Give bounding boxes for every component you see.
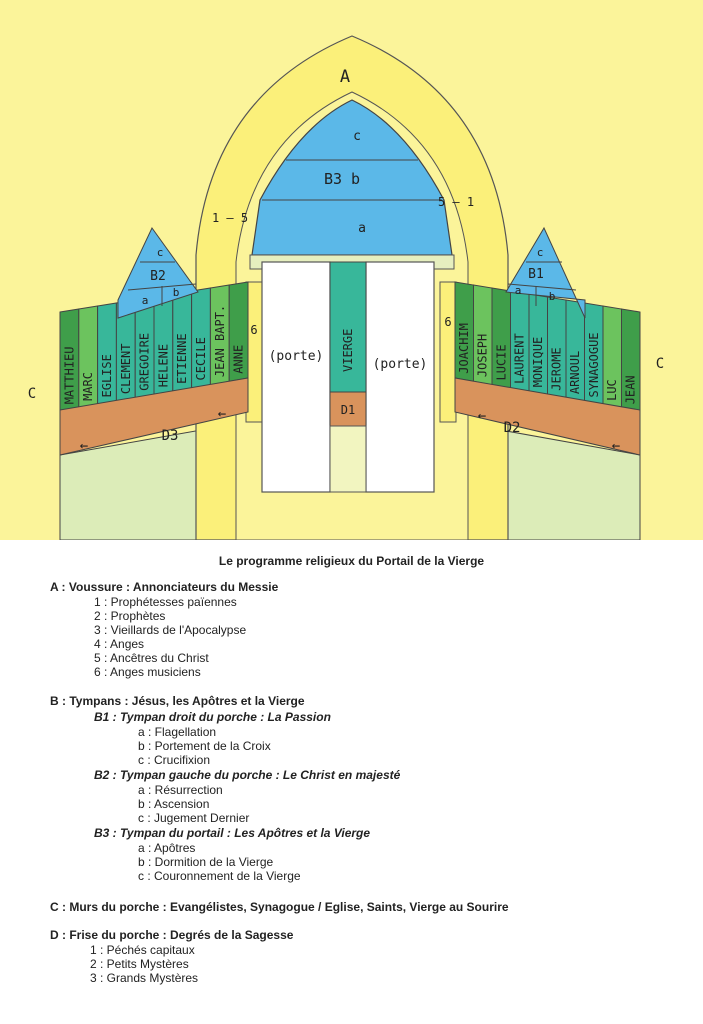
legend-b3-heading: B3 : Tympan du portail : Les Apôtres et … xyxy=(94,826,371,840)
wall-c-right-label: C xyxy=(656,356,664,372)
legend-b-heading: B : Tympans : Jésus, les Apôtres et la V… xyxy=(50,694,305,708)
legend-a-item: 3 : Vieillards de l'Apocalypse xyxy=(94,623,247,637)
tympan-b1-title: B1 xyxy=(528,267,544,282)
right-statue-wall: JOACHIM JOSEPH LUCIE LAURENT MONIQUE JEROME AR… xyxy=(454,281,641,413)
angels-six-left: 6 xyxy=(250,323,257,337)
legend-title: Le programme religieux du Portail de la … xyxy=(218,554,485,568)
angels-mark-right: 5 — 1 xyxy=(438,195,474,209)
legend: Le programme religieux du Portail de la … xyxy=(0,548,703,1018)
tympan-b2-b-label: b xyxy=(173,286,180,299)
tympan-b2-a-label: a xyxy=(142,294,149,307)
legend-d-heading: D : Frise du porche : Degrés de la Sages… xyxy=(50,928,294,942)
wall-c-left-label: C xyxy=(28,386,36,402)
legend-a-item: 5 : Ancêtres du Christ xyxy=(94,651,209,665)
angels-six-right: 6 xyxy=(444,315,451,329)
statue-name: JEAN BAPT. xyxy=(213,305,227,377)
legend-d-item: 2 : Petits Mystères xyxy=(90,957,189,971)
legend-d-item: 1 : Péchés capitaux xyxy=(90,943,195,957)
legend-b1-item: a : Flagellation xyxy=(138,725,217,739)
statue-name: ANNE xyxy=(232,345,246,374)
frieze-d2-arrow-left: ← xyxy=(478,408,486,424)
statue-name: EGLISE xyxy=(100,354,114,397)
left-door-label: (porte) xyxy=(269,349,324,364)
tympan-b3 xyxy=(251,99,453,256)
frieze-d2-label: D2 xyxy=(504,420,521,436)
statue-name: SYNAGOGUE xyxy=(587,332,601,397)
statue-name: CLEMENT xyxy=(119,344,133,395)
legend-b2-item: b : Ascension xyxy=(138,797,210,811)
voussure-label: A xyxy=(340,67,350,87)
tympan-b3-c-label: c xyxy=(353,129,361,144)
statue-name: JEROME xyxy=(550,347,564,390)
legend-b3-item: b : Dormition de la Vierge xyxy=(138,855,274,869)
left-door xyxy=(261,261,331,493)
legend-a-item: 4 : Anges xyxy=(94,637,145,651)
tympan-b3-b-label: B3 b xyxy=(324,170,360,188)
angels-mark-left: 1 — 5 xyxy=(212,211,248,225)
legend-b3-item: a : Apôtres xyxy=(138,841,196,855)
legend-b1-item: b : Portement de la Croix xyxy=(138,739,271,753)
frieze-d3-label: D3 xyxy=(162,428,179,444)
frieze-d3-arrow-right: ← xyxy=(218,406,226,422)
statue-name: LUC xyxy=(605,379,619,401)
legend-a-heading: A : Voussure : Annonciateurs du Messie xyxy=(50,580,279,594)
right-jamb-angels xyxy=(439,281,457,423)
statue-name: LUCIE xyxy=(494,344,508,380)
legend-a-item: 2 : Prophètes xyxy=(94,609,166,623)
legend-b3-item: c : Couronnement de la Vierge xyxy=(138,869,301,883)
tympan-b1-b-label: b xyxy=(549,290,556,303)
right-door xyxy=(365,261,435,493)
statue-name: MATTHIEU xyxy=(62,347,76,405)
trumeau-base xyxy=(329,425,367,493)
statue-name: ARNOUL xyxy=(568,351,582,394)
frieze-d1-label: D1 xyxy=(341,403,355,417)
tympan-b3-a-label: a xyxy=(358,221,366,236)
statue-name: JOSEPH xyxy=(476,334,490,377)
statue-name: GREGOIRE xyxy=(138,333,152,391)
tympan-b1-a-label: a xyxy=(515,284,522,297)
statue-name: CECILE xyxy=(194,337,208,380)
legend-d-item: 3 : Grands Mystères xyxy=(90,971,199,985)
statue-name: HELENE xyxy=(156,344,170,387)
left-statue-wall: MATTHIEU MARC EGLISE CLEMENT GREGOIRE HELENE E… xyxy=(59,281,249,413)
trumeau-frieze-d1 xyxy=(329,391,367,427)
trumeau-label: VIERGE xyxy=(341,329,355,372)
tympan-b1-c-label: c xyxy=(537,246,544,259)
statue-name: MONIQUE xyxy=(531,337,545,388)
tympan-b1 xyxy=(505,226,586,319)
legend-b1-item: c : Crucifixion xyxy=(138,753,211,767)
statue-name: ETIENNE xyxy=(175,333,189,384)
frieze-d3-arrow-left: ← xyxy=(80,438,88,454)
legend-c-heading: C : Murs du porche : Evangélistes, Synag… xyxy=(50,900,509,914)
portal-diagram: MATTHIEU MARC EGLISE CLEMENT GREGOIRE HELENE E… xyxy=(0,0,703,540)
statue-name: JEAN xyxy=(624,375,638,404)
tympan-b2 xyxy=(117,227,199,319)
legend-b2-item: c : Jugement Dernier xyxy=(138,811,250,825)
legend-b2-heading: B2 : Tympan gauche du porche : Le Christ… xyxy=(94,768,401,782)
tympan-b2-c-label: c xyxy=(157,246,164,259)
legend-a-item: 1 : Prophétesses païennes xyxy=(94,595,237,609)
legend-b1-heading: B1 : Tympan droit du porche : La Passion xyxy=(94,710,331,724)
tympan-b1-divider-2 xyxy=(507,283,577,291)
tympan-b2-title: B2 xyxy=(150,269,166,284)
statue-name: JOACHIM xyxy=(457,323,471,374)
statue-name: LAURENT xyxy=(513,333,527,384)
trumeau-virgin xyxy=(329,261,367,393)
legend-b2-item: a : Résurrection xyxy=(138,783,223,797)
frieze-d2-arrow-right: ← xyxy=(612,438,620,454)
statue-name: MARC xyxy=(81,372,95,401)
right-door-label: (porte) xyxy=(373,357,428,372)
legend-a-item: 6 : Anges musiciens xyxy=(94,665,201,679)
right-frieze-d2 xyxy=(454,377,641,456)
left-frieze-d3 xyxy=(59,377,249,456)
